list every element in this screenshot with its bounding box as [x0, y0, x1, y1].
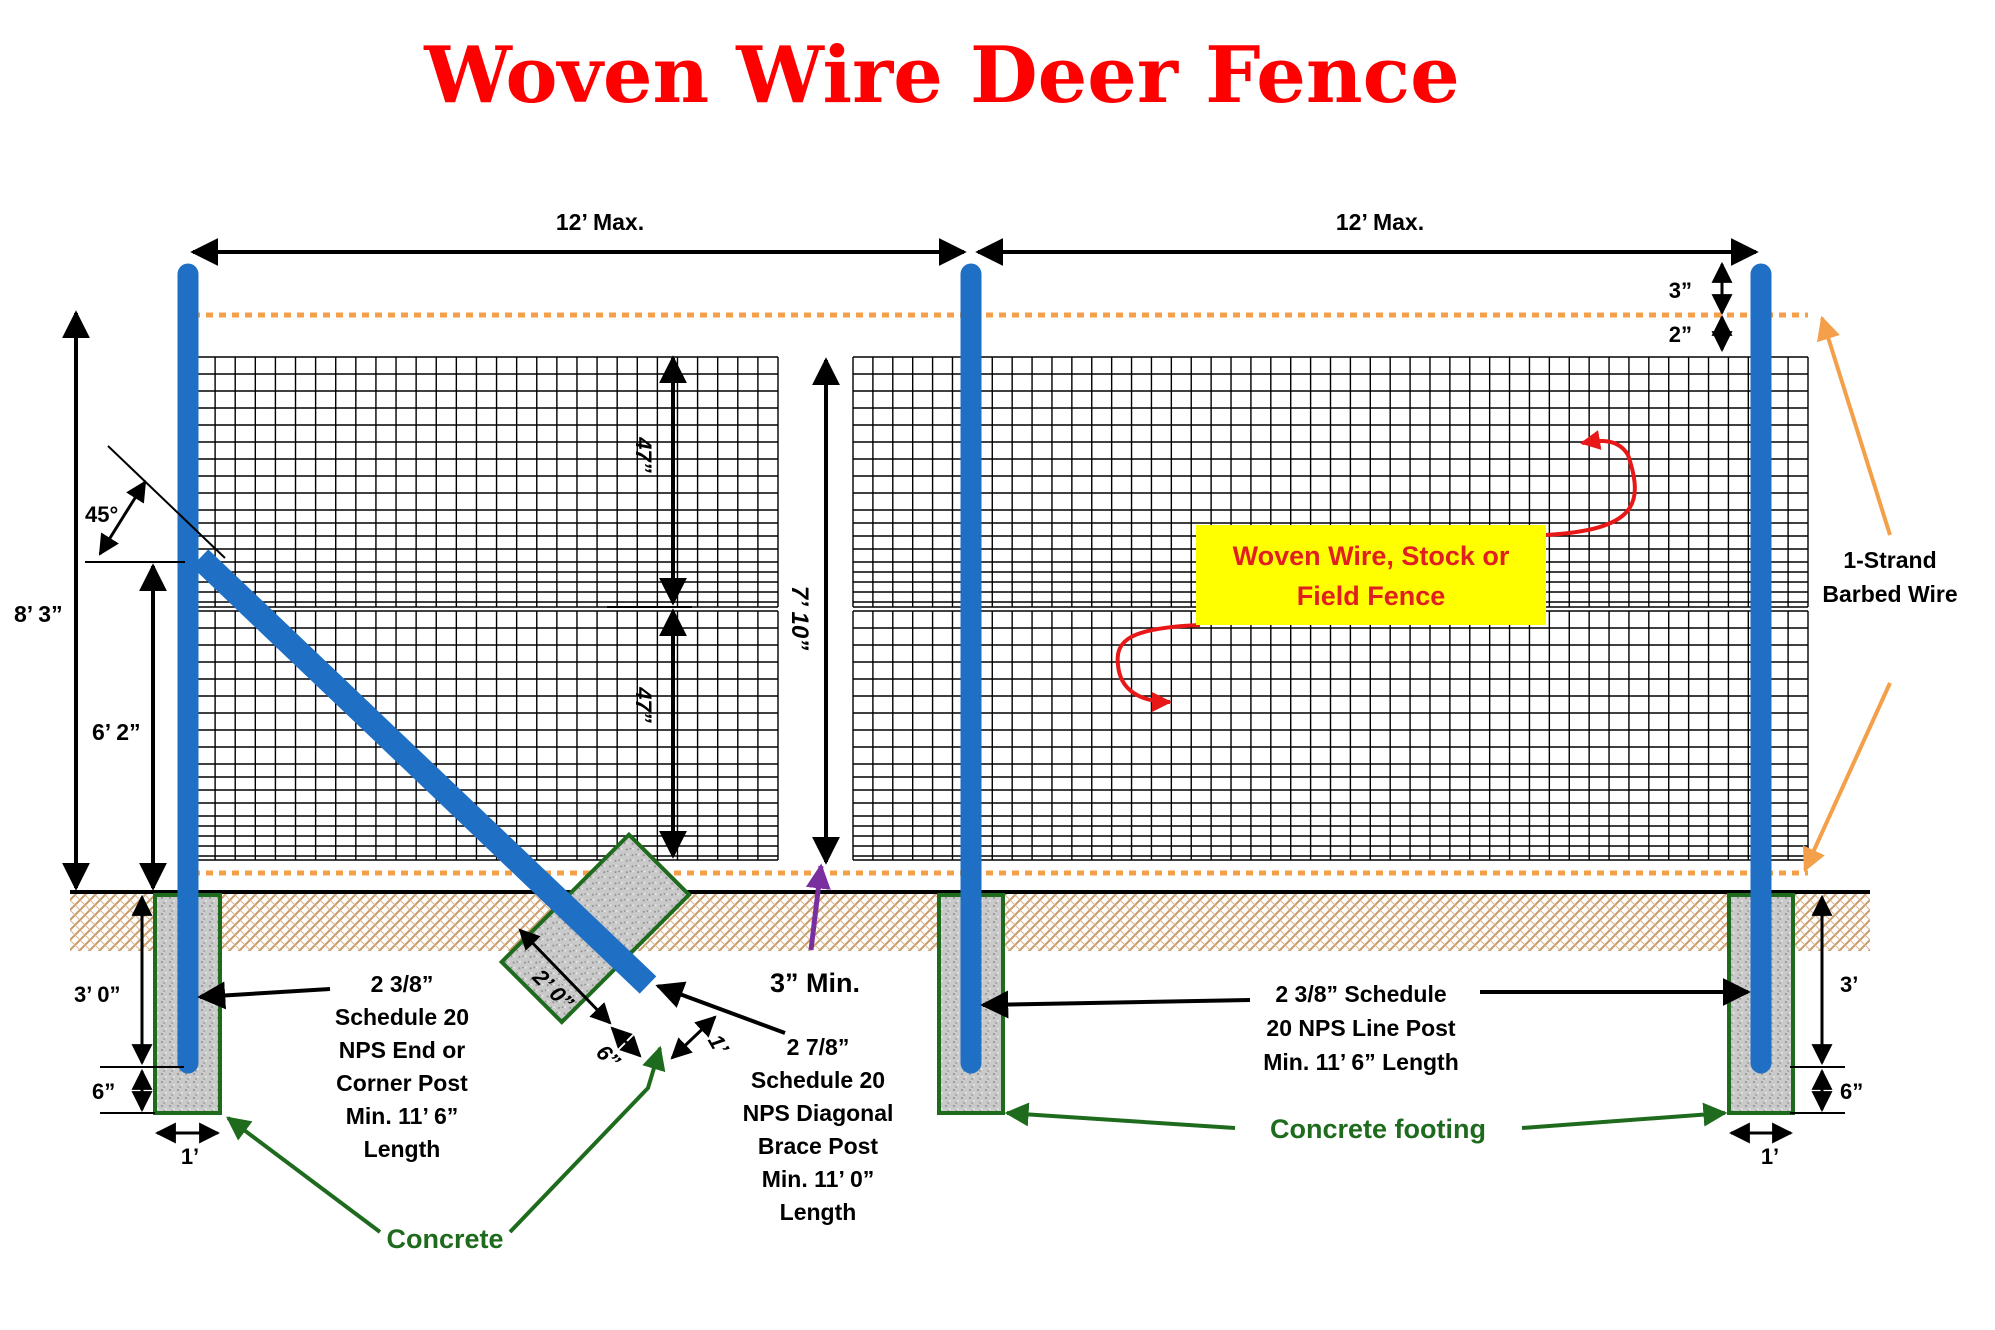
concrete-pointer-brace	[508, 1045, 666, 1234]
concrete-footing-pointer-left	[1004, 1102, 1236, 1130]
brace_post-line: Length	[780, 1199, 857, 1225]
brace_post-line: Brace Post	[758, 1133, 879, 1159]
barbed_wire-line: Barbed Wire	[1822, 581, 1957, 607]
brace-footing-width-label: 1’	[703, 1030, 734, 1059]
brace-footing-width-arrow	[670, 1015, 717, 1060]
end_post-line: Schedule 20	[335, 1004, 469, 1030]
angle-label: 45°	[85, 502, 118, 527]
ground-clearance-arrow	[805, 863, 831, 951]
brace_post-line: NPS Diagonal	[743, 1100, 894, 1126]
line_post-line: 2 3/8” Schedule	[1275, 981, 1446, 1007]
barbed-wire-pointer-up	[1817, 315, 1892, 536]
line_post-line: Min. 11’ 6” Length	[1263, 1049, 1459, 1075]
concrete-footing-label: Concrete footing	[1270, 1114, 1486, 1144]
woven-wire-label: Woven Wire, Stock or Field Fence	[1233, 541, 1510, 611]
angle-arrow	[98, 480, 147, 556]
brace_post-line: Min. 11’ 0”	[762, 1166, 875, 1192]
left-span-label: 12’ Max.	[556, 209, 644, 235]
right-width-label: 1’	[1761, 1144, 1779, 1169]
top-gap-label: 3”	[1669, 278, 1692, 303]
woven-wire-arrow-down	[1115, 623, 1201, 712]
woven-wire-callout-box	[1196, 525, 1546, 625]
brace_post-line: 2 7/8”	[787, 1034, 850, 1060]
diagonal-brace-post	[191, 549, 657, 994]
end_post-line: NPS End or	[339, 1037, 466, 1063]
diagram-title: Woven Wire Deer Fence	[423, 30, 1460, 121]
brace-footing-length-arrow	[518, 928, 612, 1025]
ground-clearance-label: 3” Min.	[770, 968, 860, 998]
line-post-pointer-left	[980, 990, 1251, 1019]
barbed_wire-line: 1-Strand	[1843, 547, 1936, 573]
left-base-label: 6”	[92, 1079, 115, 1104]
end_post-line: Min. 11’ 6”	[346, 1103, 459, 1129]
brace-footing-base-label: 6”	[591, 1040, 625, 1074]
end_post-line: Length	[364, 1136, 441, 1162]
left-width-label: 1’	[181, 1144, 199, 1169]
brace-post-pointer	[655, 981, 786, 1035]
right-depth-label: 3’	[1840, 972, 1858, 997]
end-post-pointer	[197, 981, 331, 1010]
woven_wire-line: Woven Wire, Stock or	[1233, 541, 1510, 571]
brace-footing-base-arrow	[610, 1026, 642, 1058]
concrete-pointer-left	[226, 1116, 382, 1234]
right-span-label: 12’ Max.	[1336, 209, 1424, 235]
barbed-wire-pointer-down	[1803, 682, 1892, 873]
right-base-label: 6”	[1840, 1079, 1863, 1104]
concrete-label: Concrete	[386, 1224, 503, 1254]
concrete-footing-pointer-right	[1521, 1102, 1728, 1130]
left-depth-label: 3’ 0”	[74, 982, 120, 1007]
wire-height-label: 7’ 10”	[786, 586, 813, 651]
brace_post-line: Schedule 20	[751, 1067, 885, 1093]
end_post-line: Corner Post	[336, 1070, 468, 1096]
angle-reference-line	[107, 445, 226, 559]
line_post-line: 20 NPS Line Post	[1266, 1015, 1456, 1041]
end_post-line: 2 3/8”	[371, 971, 434, 997]
barb-gap-label: 2”	[1669, 322, 1692, 347]
woven_wire-line: Field Fence	[1297, 581, 1446, 611]
woven-wire-arrow-up	[1544, 430, 1637, 537]
lower-panel-label: 47”	[631, 686, 656, 722]
overall-height-label: 8’ 3”	[14, 601, 63, 627]
upper-panel-label: 47”	[631, 436, 656, 472]
brace-height-label: 6’ 2”	[92, 719, 141, 745]
